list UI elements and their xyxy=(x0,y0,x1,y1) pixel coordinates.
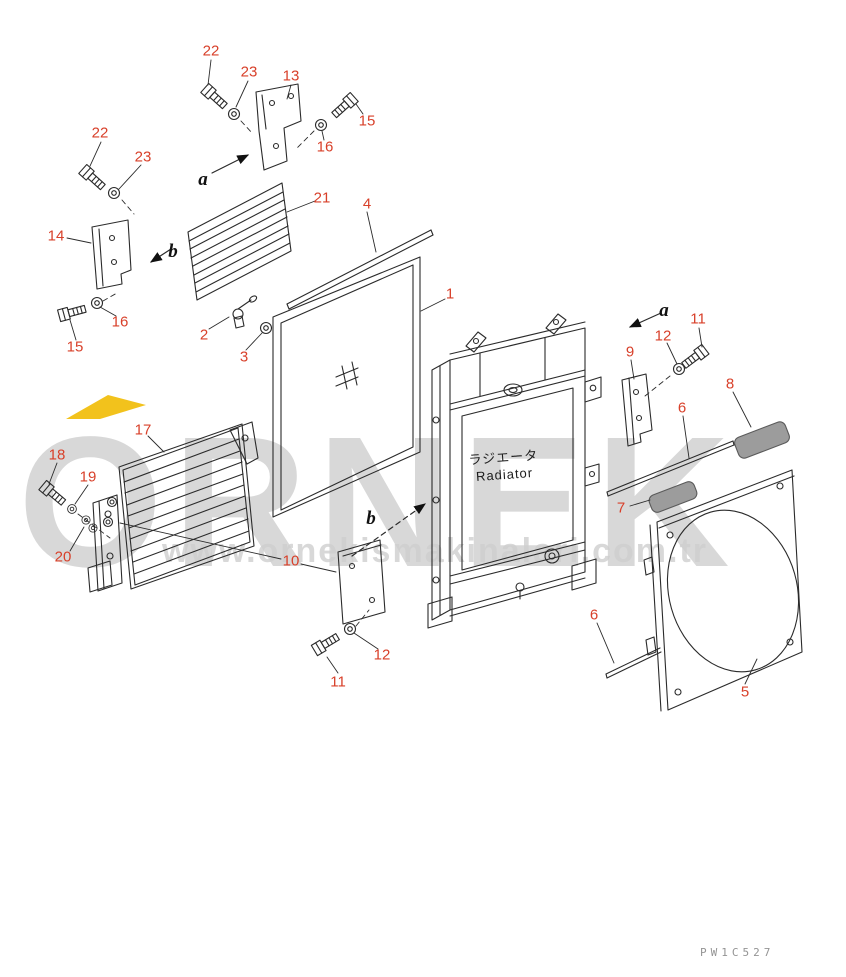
washer-23-top xyxy=(227,107,241,121)
washer-19 xyxy=(67,504,77,514)
bolt-22-top xyxy=(200,82,230,112)
view-arrows xyxy=(149,154,662,557)
part-10-plate xyxy=(337,539,386,625)
bolt-15-top xyxy=(329,91,359,121)
part-9-bracket xyxy=(621,373,653,447)
part-21-grille-panel xyxy=(187,182,292,301)
part-6-rod-lower xyxy=(605,647,662,679)
part-13-mounting-bracket xyxy=(255,83,302,171)
washer-3 xyxy=(259,321,273,335)
part-6-rod-upper xyxy=(606,440,735,497)
part-2-drain-cock xyxy=(232,295,258,329)
watermark-accent-shape xyxy=(66,395,146,419)
washer-23-left xyxy=(107,186,121,200)
part-17-oil-cooler xyxy=(87,421,259,593)
radiator-assembly xyxy=(427,313,602,629)
bolt-22-left xyxy=(78,163,108,193)
part-14-mounting-bracket xyxy=(91,219,132,290)
bolt-18 xyxy=(38,479,68,508)
part-8-pad xyxy=(734,421,790,459)
bolt-15-left xyxy=(56,302,88,323)
washer-12-right xyxy=(672,362,686,376)
part-1-net-screen xyxy=(272,256,421,518)
watermark-brand: ORNEK xyxy=(18,399,740,606)
assembly-axis-lines xyxy=(77,120,671,627)
part-7-pad xyxy=(648,481,698,513)
watermark-url: www.ornekismakinalari.com.tr xyxy=(162,532,709,570)
fasteners xyxy=(38,82,710,657)
part-5-fan-shroud xyxy=(643,469,803,712)
leader-lines xyxy=(48,59,758,685)
part-4-seal-strip xyxy=(286,229,434,310)
bolt-11-bottom xyxy=(310,630,342,657)
washer-16-top xyxy=(314,118,328,132)
washer-16-left xyxy=(90,296,104,310)
bolt-11-right xyxy=(679,343,710,371)
